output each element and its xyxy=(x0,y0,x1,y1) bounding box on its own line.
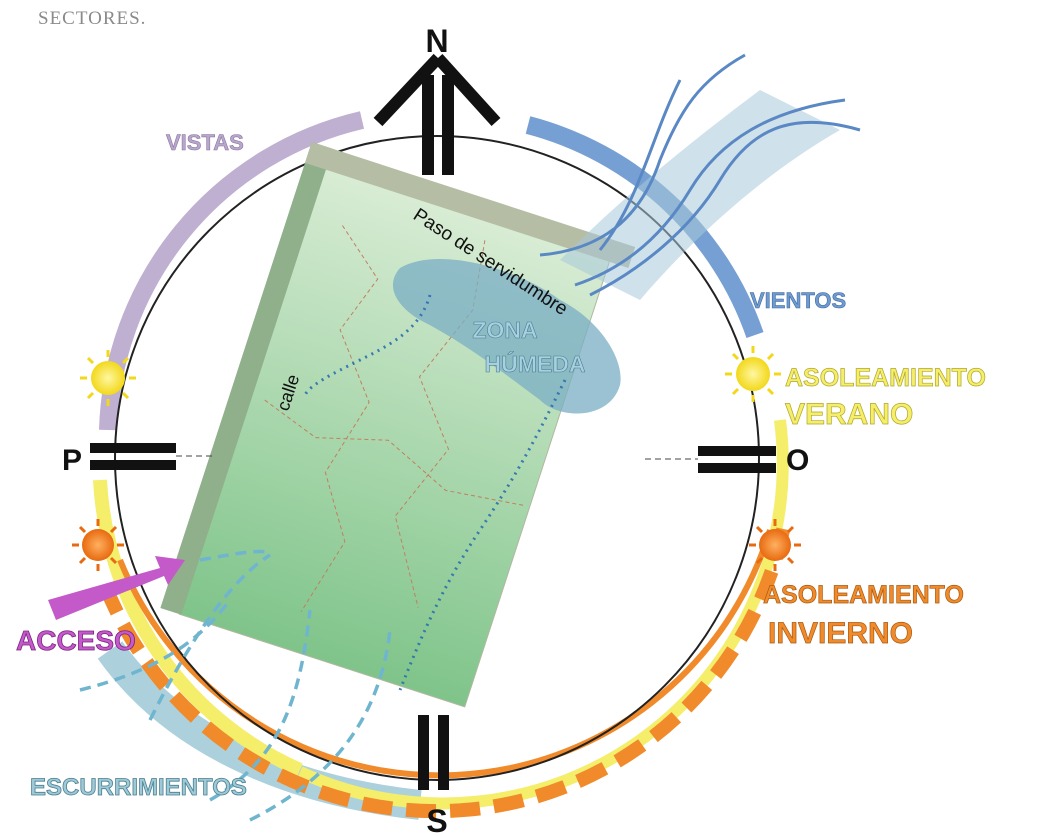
west-label: P xyxy=(62,444,82,477)
east-bar-bottom xyxy=(698,463,776,473)
wind-lines xyxy=(539,53,861,297)
header-text: SECTORES. xyxy=(38,8,147,29)
verano-label-2: VERANO xyxy=(785,398,913,431)
sun-summer-west-icon xyxy=(80,350,136,406)
north-bar-right xyxy=(442,75,454,175)
plot-area xyxy=(178,166,611,708)
acceso-arrow xyxy=(48,556,185,620)
paso-strip xyxy=(304,141,636,268)
north-arrow xyxy=(373,53,501,175)
site-circle xyxy=(114,135,760,781)
water-line-1 xyxy=(303,294,432,396)
wind-line-2 xyxy=(574,98,846,287)
north-bar-left xyxy=(422,75,434,175)
flow-1 xyxy=(79,598,232,692)
south-label: S xyxy=(426,803,447,836)
invierno-label-2: INVIERNO xyxy=(768,617,913,650)
plot-group xyxy=(160,141,636,708)
verano-label-1: ASOLEAMIENTO xyxy=(785,364,986,392)
zona-humeda-label-2: HÚMEDA xyxy=(485,350,586,377)
west-bar-bottom xyxy=(90,460,176,470)
sun-winter-west-icon xyxy=(72,519,124,571)
south-bar-right xyxy=(438,715,449,790)
wind-fill xyxy=(560,90,840,300)
sun-summer-east-icon xyxy=(725,346,781,402)
wet-zone-blob xyxy=(392,259,621,414)
acceso-label: ACCESO xyxy=(16,625,136,656)
north-arrowhead-right xyxy=(433,53,501,127)
calle-strip xyxy=(160,141,333,615)
flow-3 xyxy=(209,609,312,802)
east-bar-top xyxy=(698,446,776,456)
invierno-arc-inner xyxy=(117,529,773,779)
wind-line-3 xyxy=(589,120,861,297)
wind-line-1 xyxy=(539,53,746,257)
invierno-label-1: ASOLEAMIENTO xyxy=(763,581,964,609)
verano-arc-west xyxy=(93,479,303,777)
north-label: N xyxy=(425,23,448,59)
flow-5 xyxy=(199,549,269,562)
sun-winter-east-icon xyxy=(749,519,801,571)
south-bar-left xyxy=(418,715,429,790)
invierno-arc xyxy=(98,518,792,819)
north-arrowhead-left xyxy=(373,53,443,127)
west-bar-top xyxy=(90,443,176,453)
water-line-2 xyxy=(398,379,567,691)
east-label: O xyxy=(786,444,809,477)
vientos-label: VIENTOS xyxy=(750,288,846,313)
wind-line-4 xyxy=(598,79,682,251)
flow-2 xyxy=(148,553,271,721)
escurrimiento-flows xyxy=(79,549,392,822)
zona-humeda-label-1: ZONA xyxy=(472,317,537,343)
vistas-label: VISTAS xyxy=(166,130,244,155)
escurrimientos-label: ESCURRIMIENTOS xyxy=(30,774,247,801)
